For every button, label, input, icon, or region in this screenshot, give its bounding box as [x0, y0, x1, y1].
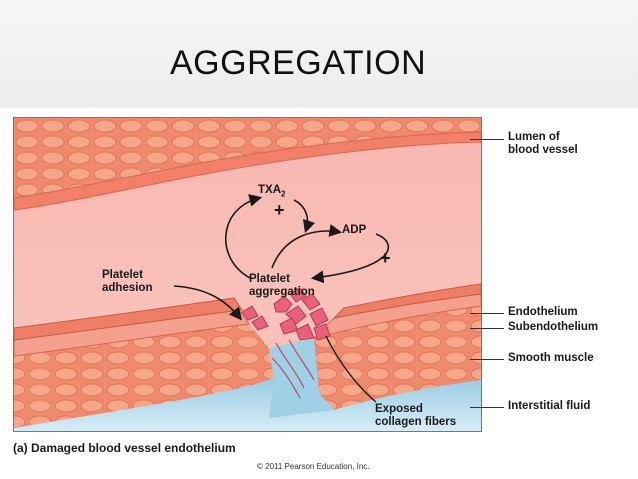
copyright-notice: © 2011 Pearson Education, Inc. — [257, 462, 370, 471]
aggregation-to-adp-arrow — [271, 224, 343, 269]
title-band — [0, 0, 638, 108]
lumen-leader — [470, 139, 504, 140]
interstitial-fluid-leader — [470, 407, 504, 408]
collagen-fibers — [271, 339, 315, 399]
plus-sign-txa2: + — [274, 200, 285, 220]
vessel-illustration — [14, 118, 481, 431]
interstitial-fluid-label: Interstitial fluid — [508, 400, 591, 412]
upper-endothelium — [14, 131, 481, 211]
subendothelium-leader — [470, 328, 504, 329]
plus-sign-adp: + — [380, 248, 391, 268]
txa2-arrow — [225, 194, 263, 279]
smooth-muscle-label: Smooth muscle — [508, 352, 594, 364]
adp-label: ADP — [342, 224, 367, 236]
platelet-aggregate — [241, 287, 331, 341]
subendothelium-label: Subendothelium — [508, 321, 599, 333]
collagen-leader — [325, 335, 377, 403]
slide-title: AGGREGATION — [170, 44, 427, 82]
smooth-muscle-left — [14, 324, 274, 428]
smooth-muscle-leader — [470, 359, 504, 360]
adhesion-arrow — [173, 285, 242, 321]
endothelium-right — [332, 283, 481, 319]
smooth-muscle-right — [314, 306, 481, 410]
figure-caption: (a) Damaged blood vessel endothelium — [13, 441, 236, 455]
txa2-label: TXA2 — [258, 184, 286, 199]
endothelium-label: Endothelium — [508, 306, 578, 318]
endothelium-leader — [470, 313, 504, 314]
txa2-to-adp-arrow — [293, 199, 316, 234]
upper-vessel-wall — [14, 118, 481, 198]
adp-arrow — [310, 233, 390, 284]
